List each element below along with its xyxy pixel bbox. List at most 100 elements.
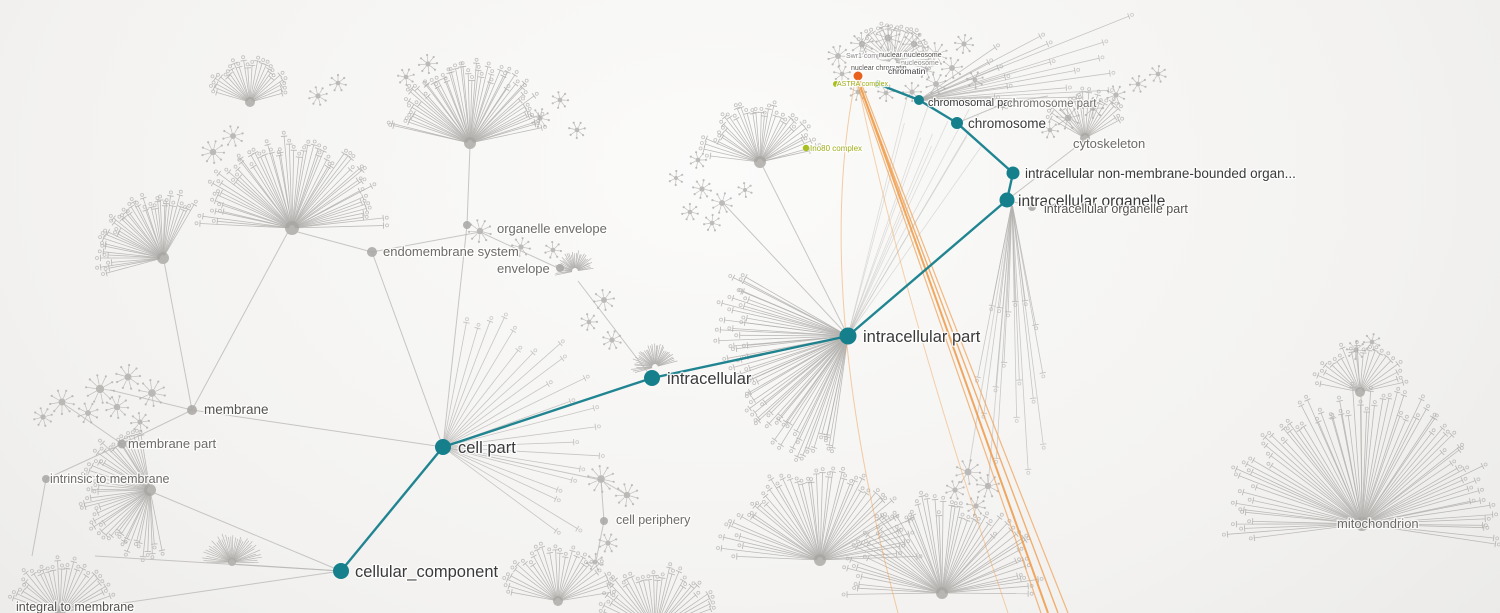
layer-teal [340, 82, 1015, 572]
satellite-cluster [49, 389, 75, 416]
cluster-label[interactable]: cell periphery [615, 512, 693, 529]
satellite-cluster [1128, 75, 1147, 93]
satellite-cluster [130, 412, 150, 432]
satellite-cluster [737, 182, 753, 198]
graph-node-highlighted-term[interactable] [833, 81, 839, 87]
node-label-cellular-component[interactable]: cellular_component [354, 562, 500, 583]
graph-edge [163, 260, 193, 411]
graph-node-chromosome[interactable] [951, 117, 963, 129]
satellite-cluster [1081, 96, 1105, 120]
layer-orange [840, 76, 1069, 613]
graph-node[interactable] [367, 247, 377, 257]
graph-node-intracellular-part[interactable] [839, 327, 857, 345]
cluster-label[interactable]: mitochondrion [1336, 515, 1420, 533]
satellite-cluster [1345, 339, 1367, 361]
satellite-cluster [954, 34, 975, 55]
satellite-cluster [901, 32, 926, 57]
satellite-cluster [875, 24, 901, 52]
cluster-label[interactable]: membrane [203, 401, 270, 419]
satellite-cluster [580, 313, 599, 331]
graph-node[interactable] [42, 475, 50, 483]
graph-edge [61, 570, 342, 613]
graph-edge [466, 145, 471, 226]
satellite-cluster [329, 73, 347, 92]
graph-edge [1355, 351, 1362, 395]
graph-node[interactable] [463, 221, 471, 229]
graph-node[interactable] [187, 405, 197, 415]
graph-edge [761, 164, 849, 337]
graph-edge [121, 443, 151, 490]
cluster-label[interactable]: nuclear nucleosome [878, 51, 943, 61]
cluster-label[interactable]: integral to membrane [15, 599, 136, 613]
satellite-cluster [201, 140, 226, 164]
satellite-cluster [966, 496, 986, 516]
cluster-label[interactable]: nuclear chromatin [850, 64, 908, 74]
satellite-cluster [923, 42, 948, 66]
satellite-cluster [1106, 85, 1126, 105]
graph-edge [31, 478, 47, 557]
node-label-chromosome[interactable]: chromosome [967, 115, 1048, 133]
graph-node[interactable] [600, 517, 608, 525]
highlight-edge [877, 82, 920, 102]
graph-node-chromosomal-part[interactable] [914, 95, 924, 105]
node-label-intracellular[interactable]: intracellular [666, 369, 753, 390]
satellite-cluster [941, 57, 964, 79]
cluster-label[interactable]: Ino80 complex [809, 143, 864, 155]
graph-node-intracellular[interactable] [644, 370, 660, 386]
satellite-cluster [308, 86, 328, 106]
graph-node[interactable] [556, 264, 564, 272]
graph-edge [987, 202, 1013, 488]
graph-node-nucleosome[interactable] [852, 70, 864, 82]
graph-node[interactable] [1028, 203, 1036, 211]
node-label-chromosomal-part[interactable]: chromosomal part [927, 96, 1018, 111]
cluster-label[interactable]: chromatin [887, 65, 927, 78]
cluster-label[interactable]: envelope [496, 260, 551, 278]
graph-edge [293, 230, 373, 253]
node-label-intracellular-part[interactable]: intracellular part [862, 327, 982, 348]
graph-node[interactable] [117, 439, 127, 449]
graph-edge [577, 280, 653, 379]
highlight-edge [956, 122, 1014, 174]
graph-node-intracellular-non-membrane-bounded-organelle[interactable] [1006, 166, 1020, 180]
cluster-label[interactable]: Swr1 complex [845, 52, 892, 62]
cluster-label[interactable]: intrinsic to membrane [49, 471, 171, 488]
node-label-cell-part[interactable]: cell part [457, 438, 518, 459]
graph-edge [442, 446, 602, 481]
graph-node-cell-part[interactable] [435, 439, 451, 455]
cluster-label[interactable]: ASTRA complex [836, 80, 890, 90]
graph-edge [151, 491, 342, 572]
graph-node-intracellular-organelle[interactable] [999, 192, 1015, 208]
cluster-label[interactable]: endomembrane system [382, 243, 520, 261]
fan-cluster [980, 205, 1047, 475]
graph-edge [191, 231, 289, 411]
graph-node-highlighted-term[interactable] [802, 144, 810, 152]
orange-edge [840, 76, 899, 613]
graph-edge [723, 203, 849, 337]
cluster-label[interactable]: membrane part [127, 435, 218, 453]
graph-edge [1006, 139, 1086, 201]
graph-edge [63, 403, 123, 445]
graph-node-chromatin-cluster[interactable] [874, 80, 882, 88]
cluster-label[interactable]: organelle envelope [496, 220, 608, 238]
graph-edge [600, 479, 605, 522]
satellite-cluster [397, 68, 415, 87]
satellite-cluster [925, 73, 947, 95]
graph-edge [371, 231, 481, 253]
node-label-intracellular-organelle[interactable]: intracellular organelle [1017, 192, 1167, 212]
satellite-cluster [850, 31, 874, 56]
graph-node[interactable] [999, 100, 1007, 108]
cluster-label[interactable]: chromosome part [1006, 97, 1099, 112]
fan-cluster [716, 466, 923, 566]
satellite-cluster [544, 240, 563, 259]
node-label-intracellular-non-membrane-bounded-organelle[interactable]: intracellular non-membrane-bounded organ… [1024, 165, 1298, 183]
cluster-label[interactable]: cytoskeleton [1072, 135, 1147, 153]
satellite-cluster [833, 65, 851, 84]
graph-node-cellular-component[interactable] [333, 563, 349, 579]
cluster-label[interactable]: nucleosome [900, 59, 940, 69]
highlight-edge [651, 334, 849, 380]
satellite-cluster [33, 407, 53, 427]
satellite-cluster [827, 45, 850, 67]
satellite-cluster [966, 71, 984, 90]
cluster-label[interactable]: intracellular organelle part [1043, 201, 1190, 218]
